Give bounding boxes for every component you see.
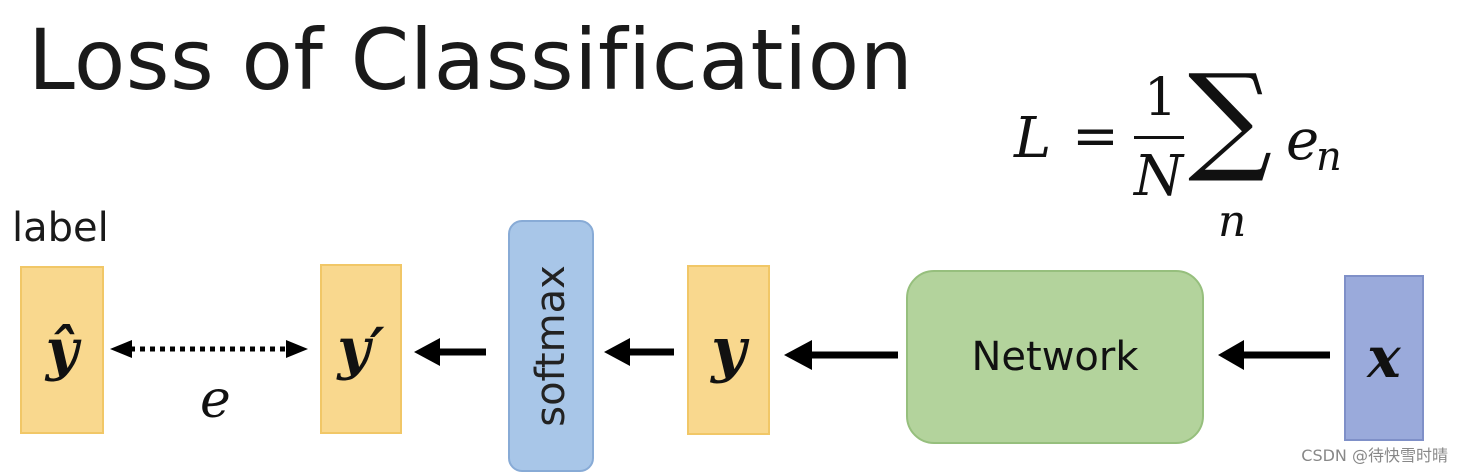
y-prime-box: y′ bbox=[320, 264, 402, 434]
formula-equals: = bbox=[1072, 104, 1119, 169]
formula-denominator: N bbox=[1134, 144, 1183, 209]
formula-term-sub: n bbox=[1316, 134, 1342, 180]
softmax-label: softmax bbox=[528, 265, 574, 427]
error-dotted-arrow bbox=[110, 340, 308, 358]
y-box: y bbox=[687, 265, 770, 435]
loss-formula: L = 1 N ∑ n e n bbox=[1010, 58, 1370, 250]
arrow-y-to-softmax bbox=[604, 338, 674, 366]
y-hat-box: ŷ bbox=[20, 266, 104, 434]
arrow-softmax-to-y-prime bbox=[414, 338, 486, 366]
network-label: Network bbox=[971, 334, 1139, 380]
formula-numerator: 1 bbox=[1144, 68, 1178, 128]
fraction-bar bbox=[1134, 136, 1184, 139]
y-hat-symbol: ŷ bbox=[45, 317, 79, 383]
error-label: e bbox=[200, 370, 231, 430]
arrow-network-to-y bbox=[784, 340, 898, 370]
formula-term: e bbox=[1286, 108, 1320, 173]
softmax-box: softmax bbox=[508, 220, 594, 472]
label-caption: label bbox=[12, 205, 109, 251]
x-box: x bbox=[1344, 275, 1424, 441]
watermark: CSDN @待快雪时晴 bbox=[1301, 446, 1448, 465]
slide-title: Loss of Classification bbox=[28, 11, 914, 109]
y-prime-symbol: y′ bbox=[337, 316, 385, 382]
formula-lhs: L bbox=[1014, 106, 1052, 171]
sum-symbol: ∑ bbox=[1188, 48, 1273, 186]
x-symbol: x bbox=[1367, 325, 1401, 391]
y-symbol: y bbox=[711, 315, 746, 385]
sum-index: n bbox=[1218, 196, 1247, 247]
arrow-x-to-network bbox=[1218, 340, 1330, 370]
network-box: Network bbox=[906, 270, 1204, 444]
